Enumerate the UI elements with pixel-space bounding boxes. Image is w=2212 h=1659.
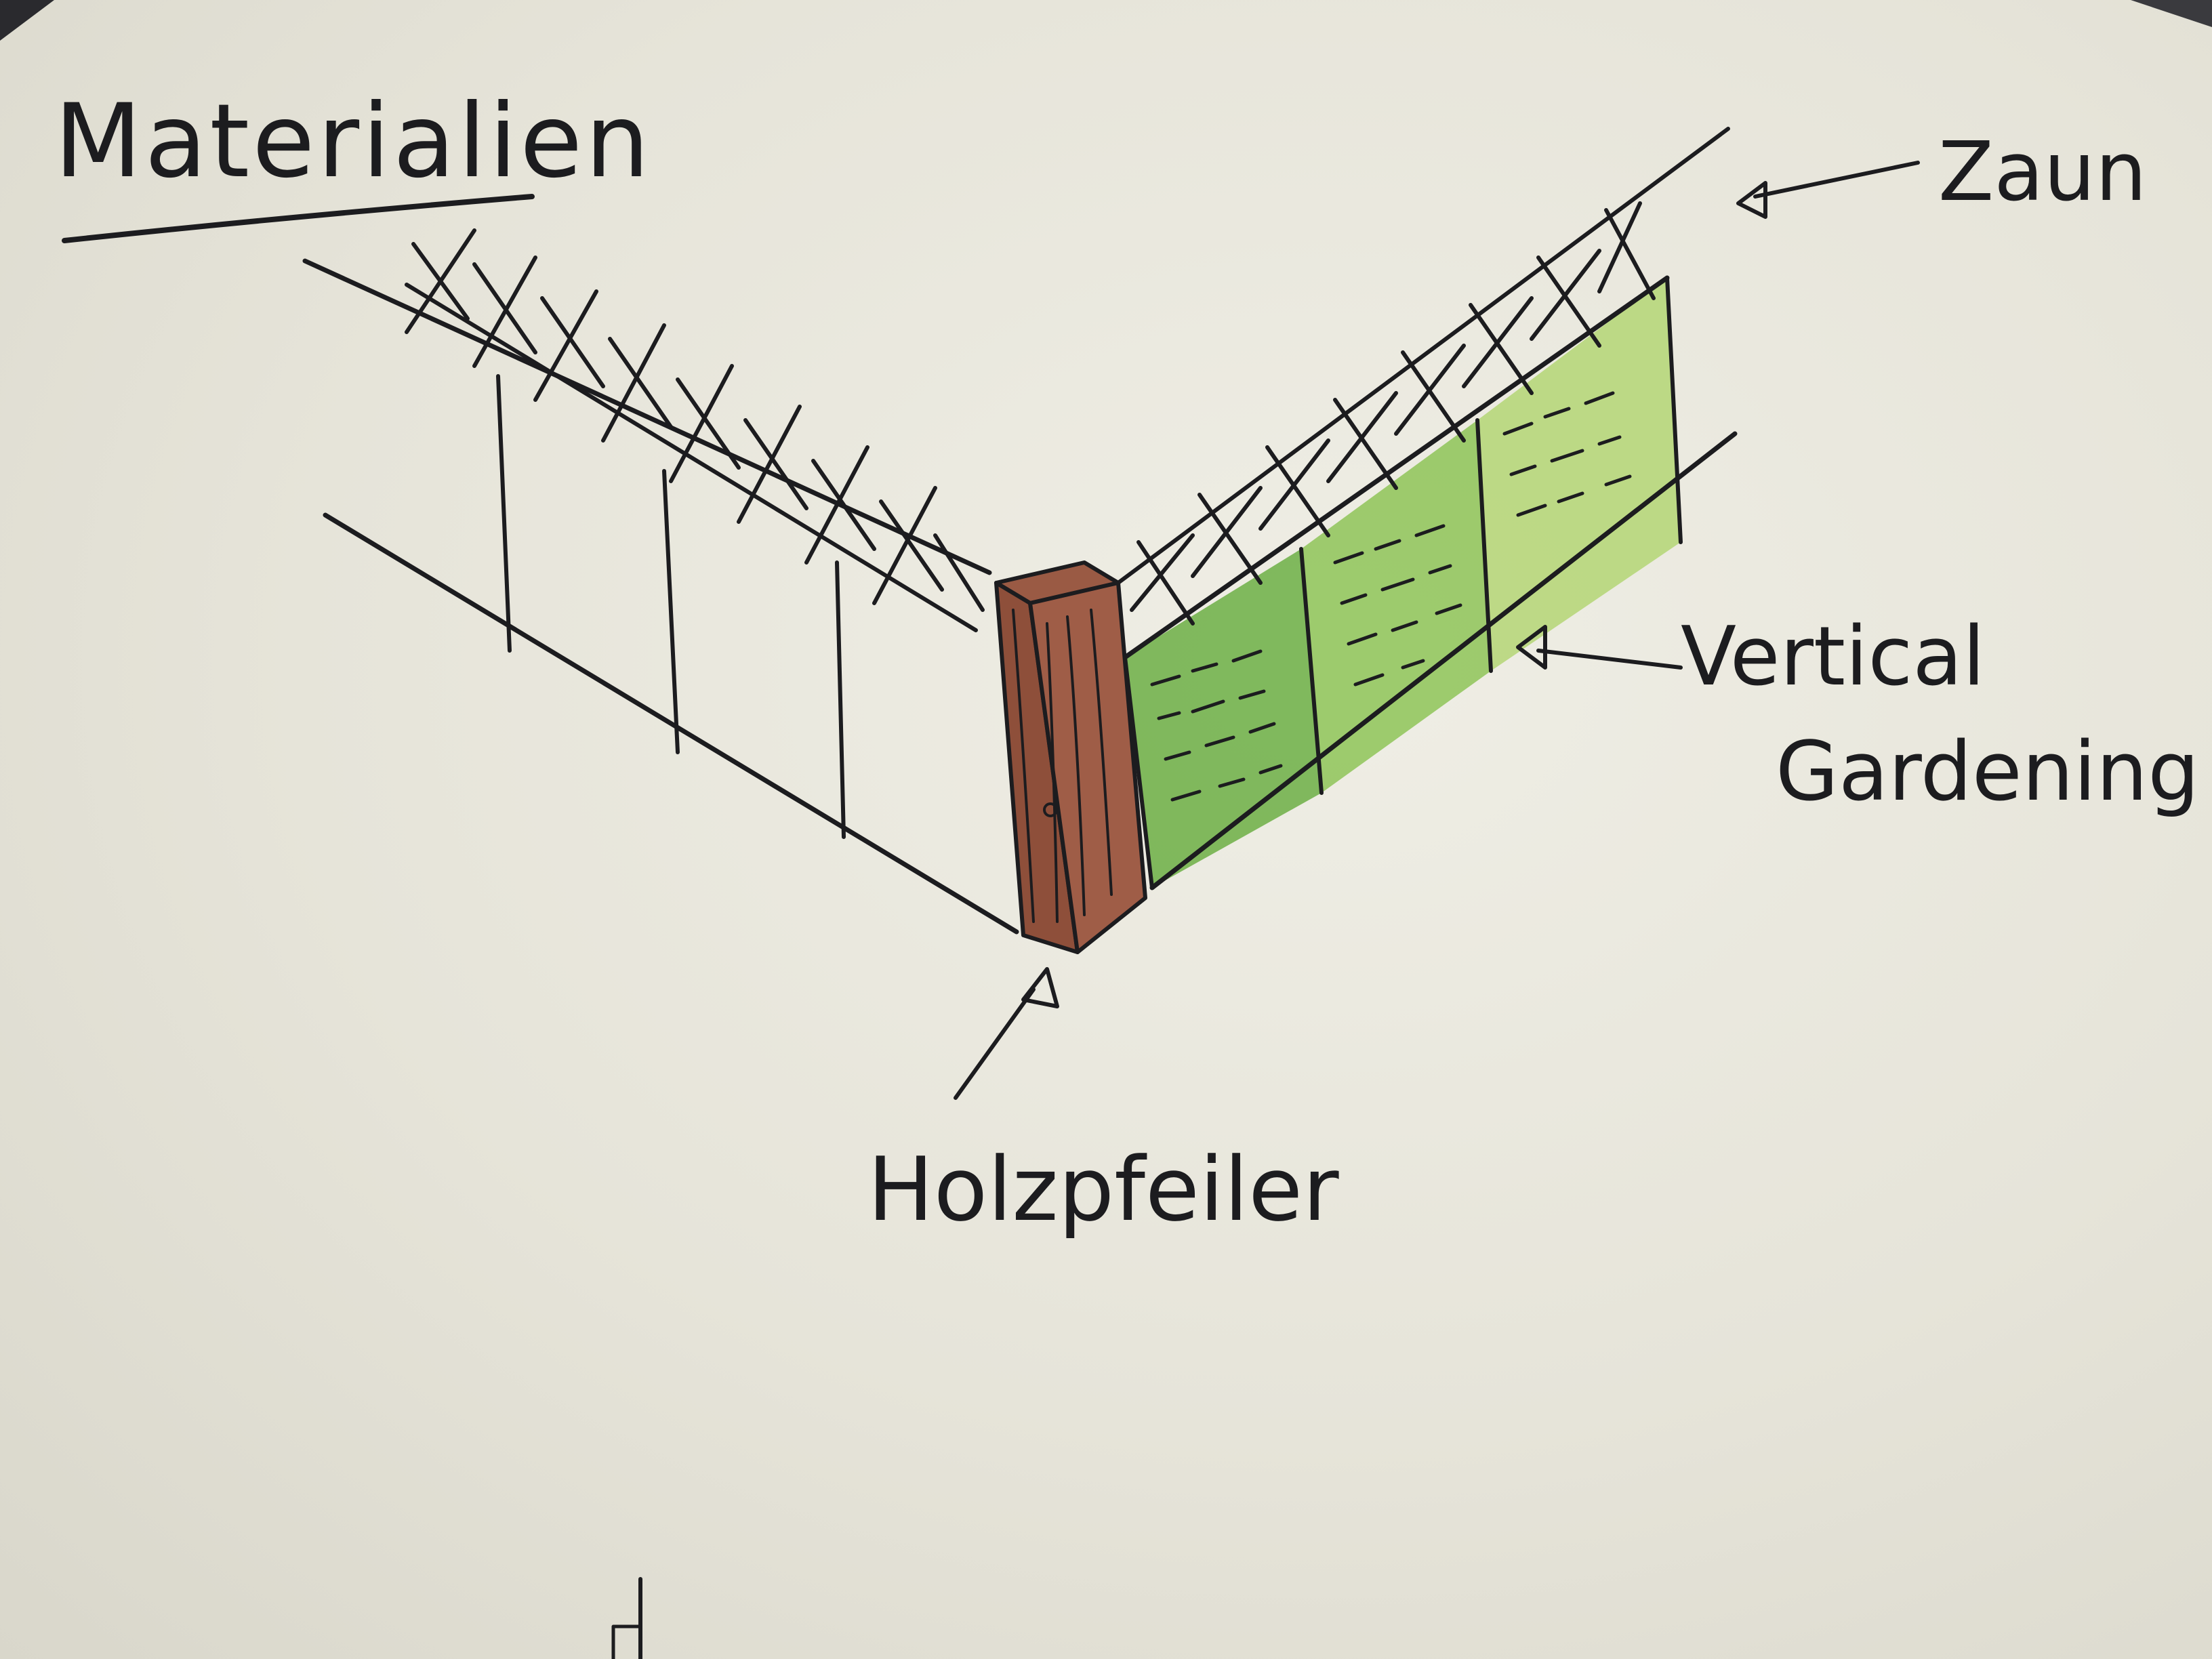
green-panel bbox=[1477, 278, 1681, 671]
right-divider bbox=[1665, 276, 1683, 544]
partial-sketch-bottom bbox=[611, 1577, 642, 1659]
post-label: Holzpfeiler bbox=[867, 1138, 1339, 1241]
right-top-rail bbox=[1116, 127, 1730, 585]
post-arrow-line bbox=[954, 987, 1036, 1100]
fence-annotation: Zaun bbox=[1736, 125, 2147, 220]
left-top-rail bbox=[302, 258, 992, 575]
green-wall-arrow-line bbox=[1536, 649, 1683, 670]
green-panel bbox=[1301, 420, 1491, 793]
green-wall-arrow-head bbox=[1516, 625, 1547, 670]
left-mesh-rail bbox=[405, 283, 978, 632]
plant-marks bbox=[1150, 391, 1632, 802]
wood-grain bbox=[1012, 609, 1113, 923]
fence-label: Zaun bbox=[1938, 125, 2147, 220]
sketch-title: Materialien bbox=[54, 83, 652, 201]
post-arrow-head bbox=[1021, 967, 1059, 1008]
green-wall-label-line2: Gardening bbox=[1776, 725, 2199, 819]
green-wall-label-line1: Vertical bbox=[1681, 610, 1985, 704]
green-wall-annotation: Vertical Gardening bbox=[1516, 610, 2199, 819]
right-panel-top bbox=[1122, 275, 1670, 660]
title-underline bbox=[62, 194, 535, 243]
left-wall bbox=[302, 228, 1019, 935]
post-annotation: Holzpfeiler bbox=[867, 967, 1339, 1241]
green-panel bbox=[1125, 549, 1322, 888]
left-fence-mesh bbox=[405, 228, 985, 612]
right-divider bbox=[1299, 547, 1324, 795]
left-divider bbox=[835, 560, 846, 839]
right-divider bbox=[1123, 655, 1154, 890]
right-wall bbox=[1116, 127, 1738, 890]
right-fence-mesh bbox=[1130, 201, 1656, 626]
right-divider bbox=[1475, 418, 1493, 673]
wooden-post bbox=[994, 560, 1147, 954]
left-divider bbox=[496, 374, 512, 653]
left-divider bbox=[662, 469, 680, 754]
fence-arrow-line bbox=[1753, 161, 1920, 199]
fence-arrow-head bbox=[1736, 181, 1767, 219]
left-bottom-rail bbox=[323, 512, 1019, 935]
right-bottom-rail bbox=[1149, 431, 1738, 890]
